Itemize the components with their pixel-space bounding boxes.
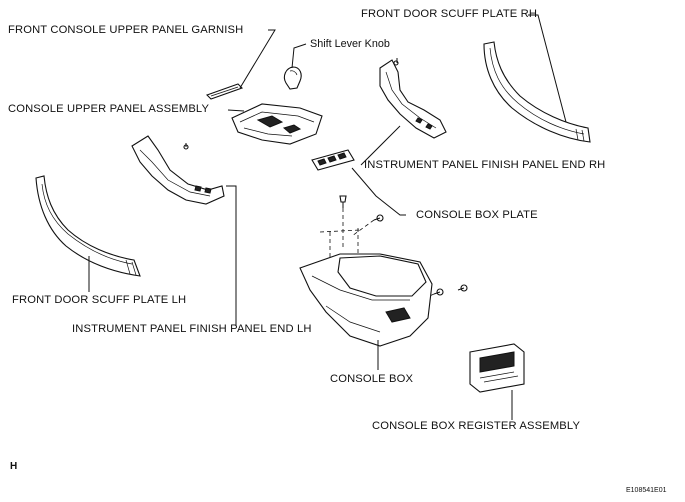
front-door-scuff-plate-lh-part (35, 175, 141, 277)
instrument-panel-finish-panel-end-lh-part (131, 135, 225, 205)
label-shift-lever-knob: Shift Lever Knob (310, 38, 390, 50)
label-console-box: CONSOLE BOX (330, 373, 414, 385)
label-front-door-scuff-plate-lh: FRONT DOOR SCUFF PLATE LH (12, 294, 187, 306)
console-box-part (299, 253, 433, 347)
instrument-panel-finish-panel-end-rh-part (379, 58, 447, 139)
leader-lines (88, 14, 567, 420)
label-front-console-upper-panel-garnish: FRONT CONSOLE UPPER PANEL GARNISH (8, 24, 244, 36)
label-console-upper-panel-assembly: CONSOLE UPPER PANEL ASSEMBLY (8, 103, 210, 115)
label-console-box-register-assembly: CONSOLE BOX REGISTER ASSEMBLY (372, 420, 581, 432)
label-instrument-panel-finish-panel-end-lh: INSTRUMENT PANEL FINISH PANEL END LH (72, 323, 312, 335)
label-front-door-scuff-plate-rh: FRONT DOOR SCUFF PLATE RH (361, 8, 538, 20)
front-console-upper-panel-garnish-part (205, 83, 244, 100)
label-console-box-plate: CONSOLE BOX PLATE (416, 209, 538, 221)
label-instrument-panel-finish-panel-end-rh: INSTRUMENT PANEL FINISH PANEL END RH (364, 159, 606, 171)
console-box-register-assembly-part (469, 343, 525, 393)
front-door-scuff-plate-rh-part (483, 41, 591, 143)
console-box-plate-part (311, 149, 355, 171)
figure-code: E108541E01 (626, 487, 667, 494)
console-upper-panel-assembly-part (231, 103, 323, 145)
shift-lever-knob-part (283, 66, 302, 90)
view-letter: H (10, 461, 18, 472)
